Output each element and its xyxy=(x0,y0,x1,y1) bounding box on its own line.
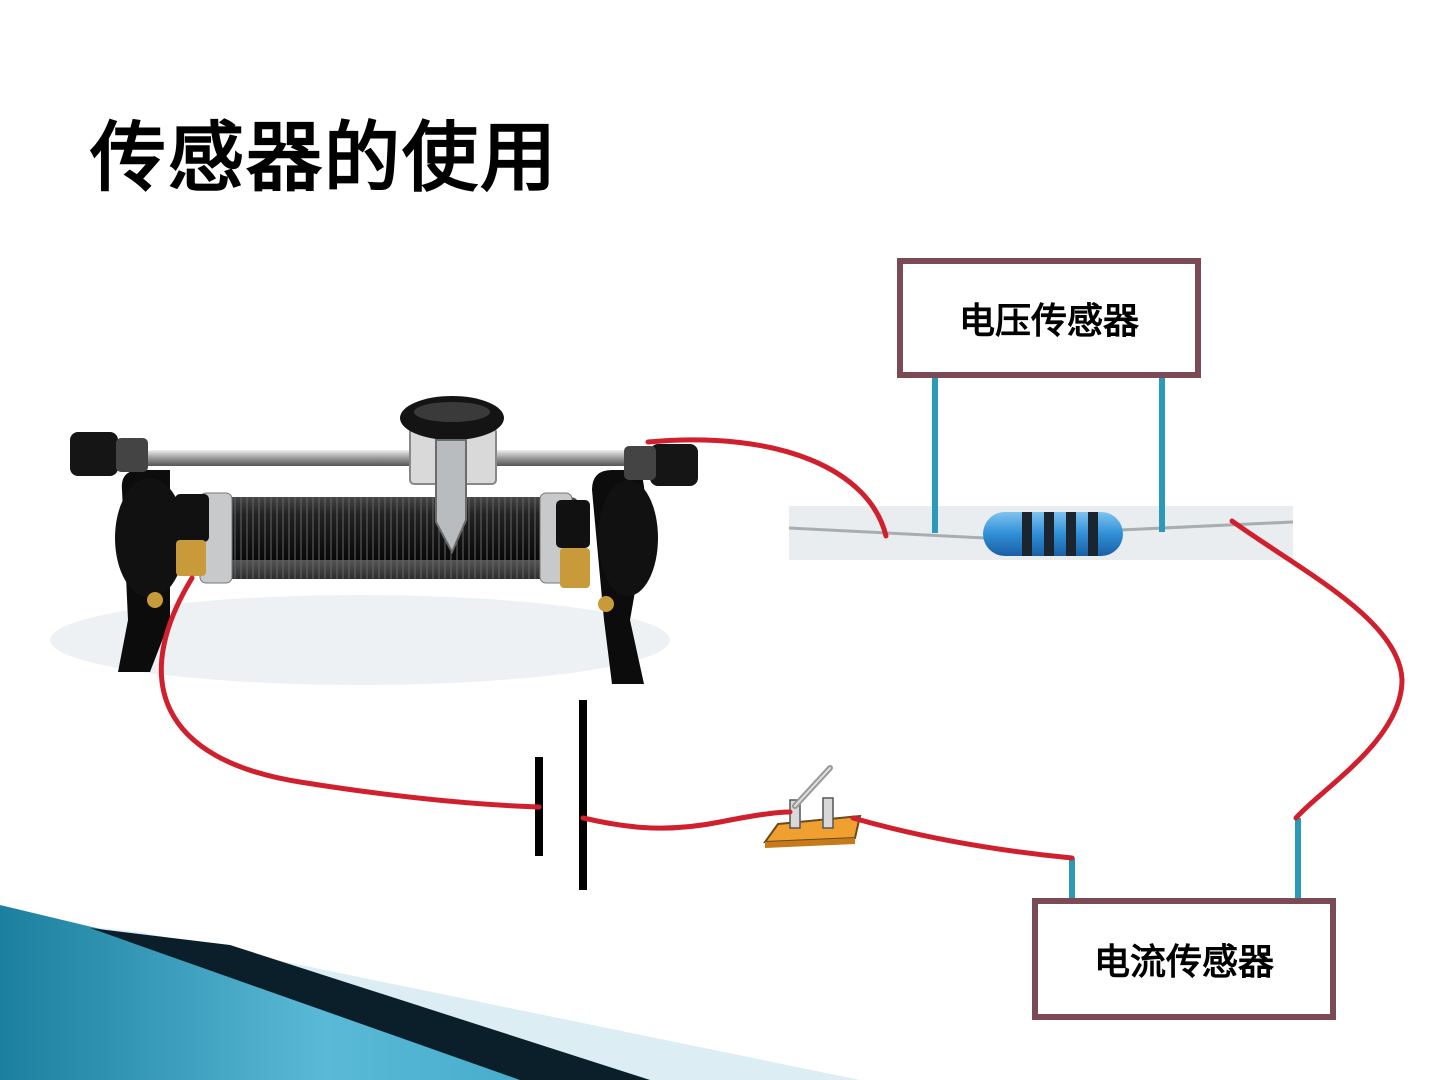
battery-icon xyxy=(535,700,587,890)
current-probes xyxy=(1069,818,1301,900)
circuit-wires xyxy=(158,437,1405,861)
voltage-sensor-label: 电压传感器 xyxy=(958,301,1139,342)
current-sensor-label: 电流传感器 xyxy=(1093,942,1274,983)
knife-switch-icon xyxy=(762,765,862,848)
footer-decoration xyxy=(0,905,860,1080)
rheostat-icon xyxy=(50,396,698,685)
resistor-icon xyxy=(983,512,1123,556)
slide-title: 传感器的使用 xyxy=(90,113,558,202)
voltage-probes xyxy=(932,378,1165,533)
voltage-sensor-box: 电压传感器 xyxy=(897,258,1201,378)
current-sensor-box: 电流传感器 xyxy=(1032,898,1336,1020)
